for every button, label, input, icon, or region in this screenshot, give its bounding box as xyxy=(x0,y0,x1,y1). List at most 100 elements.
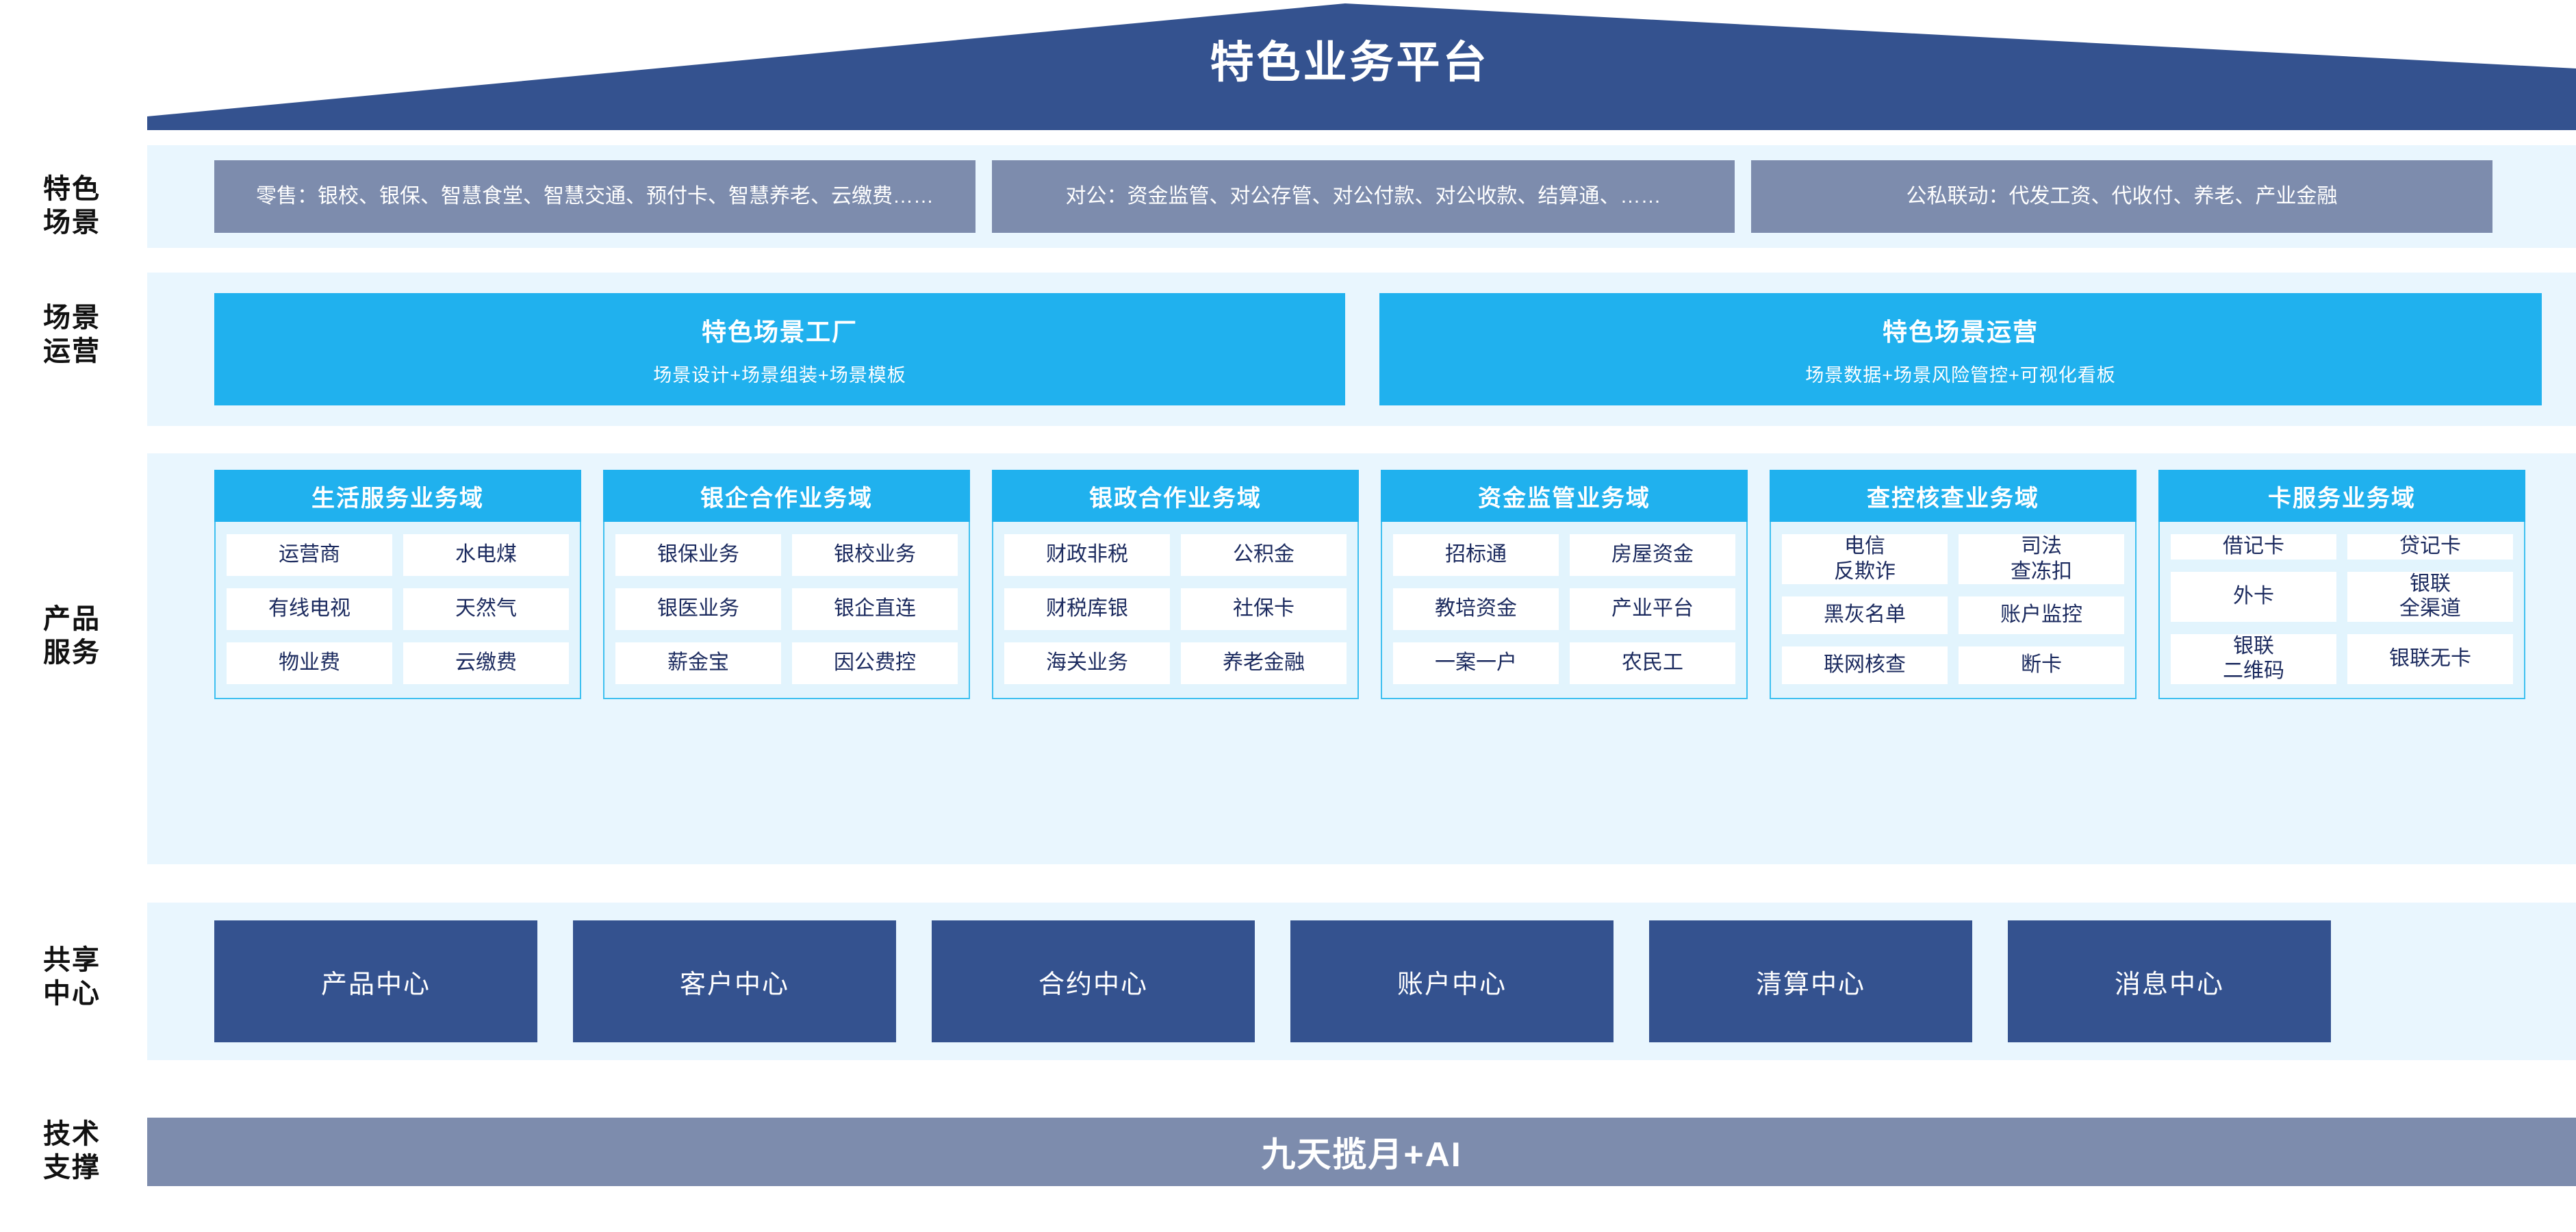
product-item[interactable]: 联网核查 xyxy=(1782,646,1948,684)
product-item[interactable]: 外卡 xyxy=(2171,571,2336,622)
scene-box-row: 零售：银校、银保、智慧食堂、智慧交通、预付卡、智慧养老、云缴费…… 对公：资金监… xyxy=(214,160,2492,233)
platform-roof: 特色业务平台 xyxy=(0,0,2576,134)
rail-scene-line2: 场景 xyxy=(43,207,101,238)
operation-band: 特色场景工厂 场景设计+场景组装+场景模板 特色场景运营 场景数据+场景风险管控… xyxy=(147,273,2576,426)
product-column-title-bank-government: 银政合作业务域 xyxy=(992,470,1359,522)
shared-center-settlement[interactable]: 清算中心 xyxy=(1649,920,1972,1042)
product-item-pair: 教培资金 产业平台 xyxy=(1393,588,1735,630)
product-item-pair: 黑灰名单 账户监控 xyxy=(1782,596,2124,635)
product-item[interactable]: 公积金 xyxy=(1181,534,1347,576)
operation-box-row: 特色场景工厂 场景设计+场景组装+场景模板 特色场景运营 场景数据+场景风险管控… xyxy=(214,293,2542,405)
product-item[interactable]: 银保业务 xyxy=(615,534,781,576)
rail-operation-line1: 场景 xyxy=(43,303,101,333)
product-item-pair: 外卡 银联 全渠道 xyxy=(2171,571,2513,622)
scene-box-corporate[interactable]: 对公：资金监管、对公存管、对公付款、对公收款、结算通、…… xyxy=(992,160,1735,233)
product-column-title-fund-supervision: 资金监管业务域 xyxy=(1381,470,1748,522)
scene-band: 零售：银校、银保、智慧食堂、智慧交通、预付卡、智慧养老、云缴费…… 对公：资金监… xyxy=(147,145,2576,248)
rail-center-line1: 共享 xyxy=(43,945,101,975)
operation-title-scene-operation: 特色场景运营 xyxy=(1882,317,2039,346)
product-item[interactable]: 财税库银 xyxy=(1004,588,1170,630)
product-item-pair: 招标通 房屋资金 xyxy=(1393,534,1735,576)
product-item[interactable]: 断卡 xyxy=(1959,646,2124,684)
product-column-body-bank-enterprise: 银保业务 银校业务 银医业务 银企直连 薪金宝 因公费控 xyxy=(603,522,970,699)
product-column-body-card-service: 借记卡 贷记卡 外卡 银联 全渠道 银联 二维码 银联无卡 xyxy=(2158,522,2525,699)
product-item[interactable]: 招标通 xyxy=(1393,534,1559,576)
rail-label-tech: 技术 支撑 xyxy=(0,1118,144,1185)
product-item[interactable]: 农民工 xyxy=(1570,642,1735,684)
product-item[interactable]: 养老金融 xyxy=(1181,642,1347,684)
product-item[interactable]: 房屋资金 xyxy=(1570,534,1735,576)
product-column-row: 生活服务业务域 运营商 水电煤 有线电视 天然气 物业费 云缴费 银企合作业务域 xyxy=(214,470,2525,699)
rail-tech-line2: 支撑 xyxy=(43,1152,101,1183)
product-item[interactable]: 一案一户 xyxy=(1393,642,1559,684)
product-item[interactable]: 因公费控 xyxy=(792,642,958,684)
product-item-pair: 物业费 云缴费 xyxy=(227,642,569,684)
operation-title-scene-factory: 特色场景工厂 xyxy=(701,317,858,346)
product-item[interactable]: 银联 二维码 xyxy=(2171,633,2336,684)
product-item[interactable]: 产业平台 xyxy=(1570,588,1735,630)
product-item-pair: 银医业务 银企直连 xyxy=(615,588,958,630)
shared-center-row: 产品中心 客户中心 合约中心 账户中心 清算中心 消息中心 xyxy=(214,920,2331,1042)
product-item[interactable]: 账户监控 xyxy=(1959,596,2124,635)
shared-center-band: 产品中心 客户中心 合约中心 账户中心 清算中心 消息中心 xyxy=(147,903,2576,1060)
product-column-investigation-control: 查控核查业务域 电信 反欺诈 司法 查冻扣 黑灰名单 账户监控 联网核查 断卡 xyxy=(1770,470,2137,699)
product-column-body-life-service: 运营商 水电煤 有线电视 天然气 物业费 云缴费 xyxy=(214,522,581,699)
product-column-bank-government: 银政合作业务域 财政非税 公积金 财税库银 社保卡 海关业务 养老金融 xyxy=(992,470,1359,699)
product-item[interactable]: 天然气 xyxy=(403,588,569,630)
scene-box-retail[interactable]: 零售：银校、银保、智慧食堂、智慧交通、预付卡、智慧养老、云缴费…… xyxy=(214,160,975,233)
roof-shape xyxy=(147,3,2576,130)
product-item[interactable]: 有线电视 xyxy=(227,588,392,630)
product-item[interactable]: 借记卡 xyxy=(2171,534,2336,560)
product-item[interactable]: 司法 查冻扣 xyxy=(1959,534,2124,585)
operation-subtitle-scene-operation: 场景数据+场景风险管控+可视化看板 xyxy=(1805,364,2116,386)
page-title: 特色业务平台 xyxy=(1210,38,1490,87)
product-item[interactable]: 银联 全渠道 xyxy=(2347,571,2513,622)
rail-label-scene: 特色 场景 xyxy=(0,173,144,240)
operation-box-scene-factory[interactable]: 特色场景工厂 场景设计+场景组装+场景模板 xyxy=(214,293,1345,405)
product-item[interactable]: 财政非税 xyxy=(1004,534,1170,576)
product-item-pair: 银保业务 银校业务 xyxy=(615,534,958,576)
product-column-body-investigation-control: 电信 反欺诈 司法 查冻扣 黑灰名单 账户监控 联网核查 断卡 xyxy=(1770,522,2137,699)
product-item-pair: 财政非税 公积金 xyxy=(1004,534,1347,576)
product-item-pair: 借记卡 贷记卡 xyxy=(2171,534,2513,560)
product-item[interactable]: 黑灰名单 xyxy=(1782,596,1948,635)
product-item[interactable]: 社保卡 xyxy=(1181,588,1347,630)
product-item-pair: 银联 二维码 银联无卡 xyxy=(2171,633,2513,684)
product-item[interactable]: 银校业务 xyxy=(792,534,958,576)
product-item-pair: 运营商 水电煤 xyxy=(227,534,569,576)
product-item[interactable]: 运营商 xyxy=(227,534,392,576)
product-item-pair: 有线电视 天然气 xyxy=(227,588,569,630)
shared-center-product[interactable]: 产品中心 xyxy=(214,920,537,1042)
product-item[interactable]: 银联无卡 xyxy=(2347,633,2513,684)
rail-tech-line1: 技术 xyxy=(43,1119,101,1149)
operation-subtitle-scene-factory: 场景设计+场景组装+场景模板 xyxy=(653,364,906,386)
tech-support-bar[interactable]: 九天揽月+AI xyxy=(147,1118,2576,1186)
product-item[interactable]: 水电煤 xyxy=(403,534,569,576)
product-item[interactable]: 贷记卡 xyxy=(2347,534,2513,560)
product-item-pair: 海关业务 养老金融 xyxy=(1004,642,1347,684)
scene-box-public-private[interactable]: 公私联动：代发工资、代收付、养老、产业金融 xyxy=(1751,160,2492,233)
operation-box-scene-operation[interactable]: 特色场景运营 场景数据+场景风险管控+可视化看板 xyxy=(1379,293,2542,405)
product-band: 生活服务业务域 运营商 水电煤 有线电视 天然气 物业费 云缴费 银企合作业务域 xyxy=(147,453,2576,864)
shared-center-customer[interactable]: 客户中心 xyxy=(573,920,896,1042)
product-column-life-service: 生活服务业务域 运营商 水电煤 有线电视 天然气 物业费 云缴费 xyxy=(214,470,581,699)
rail-label-product: 产品 服务 xyxy=(0,603,144,670)
product-item[interactable]: 云缴费 xyxy=(403,642,569,684)
product-item[interactable]: 教培资金 xyxy=(1393,588,1559,630)
product-column-title-card-service: 卡服务业务域 xyxy=(2158,470,2525,522)
product-item[interactable]: 海关业务 xyxy=(1004,642,1170,684)
rail-scene-line1: 特色 xyxy=(43,174,101,204)
product-item[interactable]: 银医业务 xyxy=(615,588,781,630)
rail-operation-line2: 运营 xyxy=(43,336,101,366)
shared-center-message[interactable]: 消息中心 xyxy=(2008,920,2331,1042)
product-column-card-service: 卡服务业务域 借记卡 贷记卡 外卡 银联 全渠道 银联 二维码 银联无卡 xyxy=(2158,470,2525,699)
product-item[interactable]: 电信 反欺诈 xyxy=(1782,534,1948,585)
shared-center-contract[interactable]: 合约中心 xyxy=(932,920,1255,1042)
product-item[interactable]: 薪金宝 xyxy=(615,642,781,684)
product-item-pair: 财税库银 社保卡 xyxy=(1004,588,1347,630)
rail-product-line2: 服务 xyxy=(43,637,101,668)
shared-center-account[interactable]: 账户中心 xyxy=(1290,920,1614,1042)
rail-center-line2: 中心 xyxy=(43,978,101,1009)
product-item[interactable]: 银企直连 xyxy=(792,588,958,630)
product-item[interactable]: 物业费 xyxy=(227,642,392,684)
